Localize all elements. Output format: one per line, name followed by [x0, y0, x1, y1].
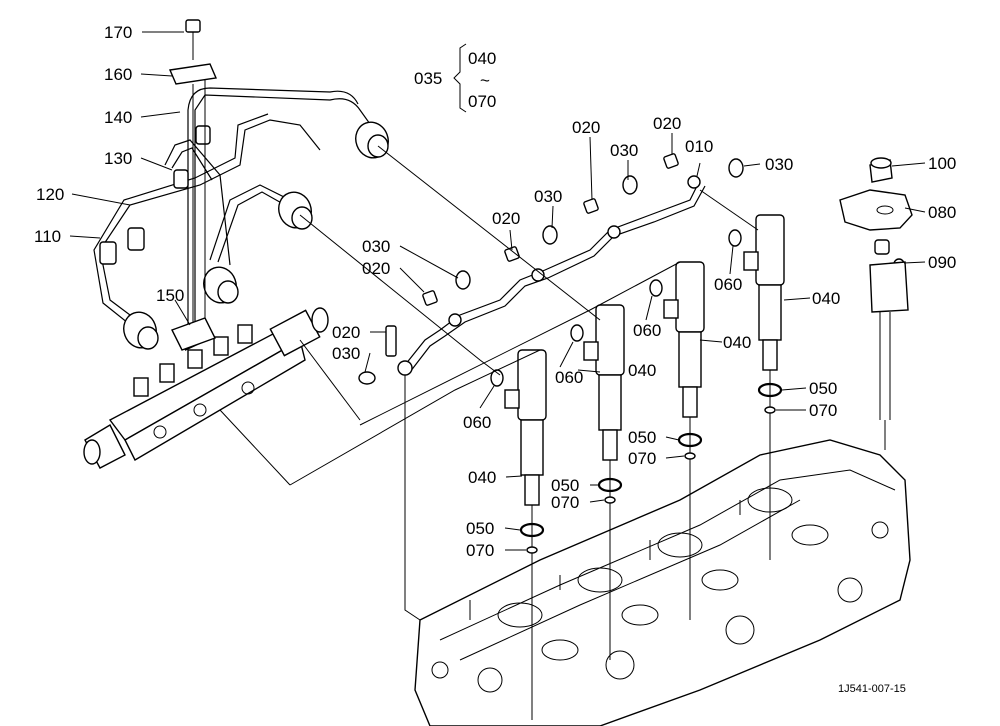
label-040-c: 040 [723, 333, 751, 352]
label-070-d: 070 [809, 401, 837, 420]
leak-off-pipe [358, 153, 744, 385]
leader-lines [69, 31, 926, 551]
label-020-mid-b: 020 [572, 118, 600, 137]
label-030-mid-a: 030 [534, 187, 562, 206]
range-brace [453, 43, 467, 113]
label-020-mid-a: 020 [492, 209, 520, 228]
guide-lines [219, 145, 759, 621]
label-120: 120 [36, 185, 64, 204]
label-040-range: 040 [468, 49, 496, 68]
injection-pipes [93, 87, 389, 350]
label-170: 170 [104, 23, 132, 42]
part-labels: 170 160 140 130 120 110 150 035 040 ~ 07… [34, 23, 956, 695]
label-130: 130 [104, 149, 132, 168]
label-060-c: 060 [633, 321, 661, 340]
label-070-a: 070 [466, 541, 494, 560]
injectors [504, 214, 785, 720]
label-090: 090 [928, 253, 956, 272]
label-070-b: 070 [551, 493, 579, 512]
injector-3 [663, 261, 705, 620]
injector-4 [743, 214, 785, 560]
label-050-d: 050 [809, 379, 837, 398]
label-140: 140 [104, 108, 132, 127]
label-010: 010 [685, 137, 713, 156]
label-030-right: 030 [765, 155, 793, 174]
label-020-left-a: 020 [362, 259, 390, 278]
label-060-b: 060 [555, 368, 583, 387]
clamp-and-bolt [168, 19, 218, 351]
label-080: 080 [928, 203, 956, 222]
label-100: 100 [928, 154, 956, 173]
label-050-b: 050 [551, 476, 579, 495]
label-060-d: 060 [714, 275, 742, 294]
label-070-c: 070 [628, 449, 656, 468]
common-rail [83, 307, 329, 469]
injector-2 [583, 304, 625, 660]
label-040-a: 040 [468, 468, 496, 487]
label-040-b: 040 [628, 361, 656, 380]
label-020-left-b: 020 [332, 323, 360, 342]
label-150: 150 [156, 286, 184, 305]
label-050-a: 050 [466, 519, 494, 538]
label-035: 035 [414, 69, 442, 88]
label-030-mid-b: 030 [610, 141, 638, 160]
label-110: 110 [34, 227, 61, 246]
cylinder-head [414, 439, 911, 726]
injector-1 [504, 349, 547, 720]
label-040-d: 040 [812, 289, 840, 308]
label-030-left-a: 030 [362, 237, 390, 256]
drawing-code: 1J541-007-15 [838, 683, 906, 695]
label-range-tilde: ~ [480, 71, 490, 90]
o-rings-060 [490, 229, 742, 387]
label-070-range: 070 [468, 92, 496, 111]
label-060-a: 060 [463, 413, 491, 432]
label-020-right: 020 [653, 114, 681, 133]
injector-clamp [839, 157, 913, 450]
label-160: 160 [104, 65, 132, 84]
label-050-c: 050 [628, 428, 656, 447]
label-030-left-b: 030 [332, 344, 360, 363]
